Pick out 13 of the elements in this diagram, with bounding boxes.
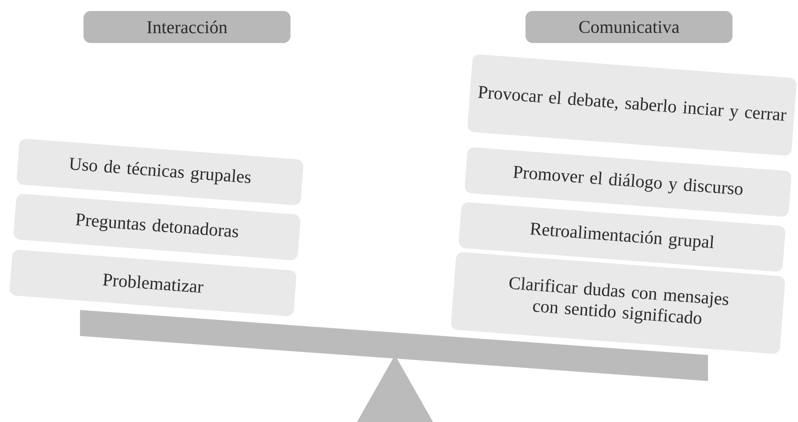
item-box: Problematizar xyxy=(10,250,296,316)
item-box: Retroalimentación grupal xyxy=(458,202,786,272)
header-box: Interacción xyxy=(84,11,290,43)
node-label: Uso de técnicas grupales xyxy=(70,158,250,185)
node-label: Promover el diálogo y discurso xyxy=(513,166,742,195)
item-box: Provocar el debate, saberlo inciar y cerrar xyxy=(468,54,796,156)
item-box: Preguntas detonadoras xyxy=(14,194,300,260)
node-label: Retroalimentación grupal xyxy=(530,222,714,251)
item-box: Clarificar dudas con mensajes con sentido significado xyxy=(451,252,785,354)
item-box: Promover el diálogo y discurso xyxy=(464,147,792,217)
item-box: Uso de técnicas grupales xyxy=(16,138,304,206)
header-box: Comunicativa xyxy=(526,11,732,43)
node-label: Clarificar dudas con mensajes con sentido significado xyxy=(509,277,728,324)
